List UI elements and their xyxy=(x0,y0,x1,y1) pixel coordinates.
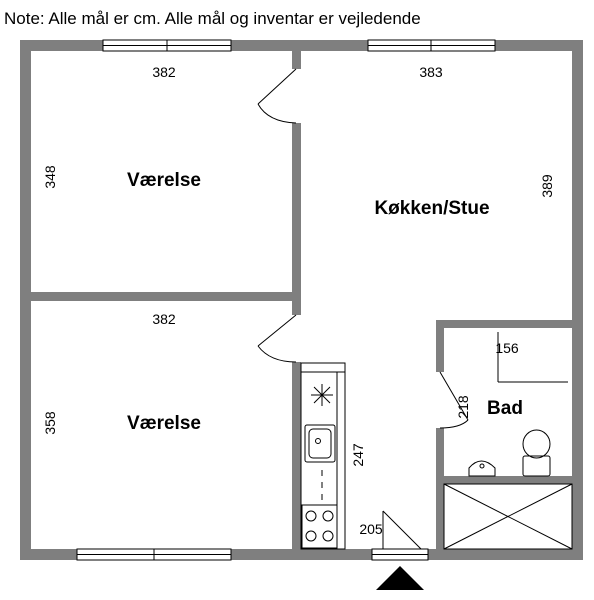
dim-bathroom-width: 156 xyxy=(495,340,519,356)
toilet-icon xyxy=(522,429,551,477)
wall-left xyxy=(20,40,31,560)
sink-icon xyxy=(304,424,336,463)
wall-partition-top-a xyxy=(292,51,301,69)
wall-partition-bottom-b xyxy=(292,362,301,549)
entrance-door xyxy=(371,510,429,561)
fan-icon xyxy=(311,384,333,406)
wall-bath-left-b xyxy=(436,428,444,549)
dim-kitchen-counter: 247 xyxy=(350,443,366,467)
wall-top xyxy=(20,40,583,51)
wall-bath-top xyxy=(436,320,572,328)
washbasin-icon xyxy=(468,460,496,477)
bath-dimension-box xyxy=(497,332,568,383)
dim-bathroom-door: 218 xyxy=(455,395,471,419)
stove-icon xyxy=(301,504,338,549)
entrance-arrow-icon xyxy=(376,566,424,590)
dim-bedroom-top-height: 348 xyxy=(42,165,58,189)
dim-bedroom-bottom-width: 382 xyxy=(152,311,176,327)
dim-bedroom-bottom-height: 358 xyxy=(42,411,58,435)
door-top-bedroom xyxy=(257,68,297,124)
wall-bath-left-a xyxy=(436,320,444,372)
wall-bedrooms xyxy=(31,292,301,301)
wall-right xyxy=(572,40,583,560)
wall-bottom-right xyxy=(428,549,583,560)
window-top-left xyxy=(102,39,232,52)
wall-partition-bottom-a xyxy=(292,301,301,315)
note-text: Note: Alle mål er cm. Alle mål og invent… xyxy=(4,9,421,28)
window-bottom-left xyxy=(76,548,232,561)
door-bottom-bedroom xyxy=(257,314,297,363)
wall-partition-top-b xyxy=(292,123,301,300)
dim-bedroom-top-width: 382 xyxy=(152,64,176,80)
room-label-bathroom: Bad xyxy=(487,398,523,419)
kitchen-counter xyxy=(300,362,346,550)
room-label-kitchen-living: Køkken/Stue xyxy=(374,198,489,219)
interior-walls xyxy=(31,51,572,549)
shower-icon xyxy=(443,483,573,550)
window-top-right xyxy=(367,39,496,52)
door-bathroom xyxy=(439,371,469,429)
room-label-bedroom-top: Værelse xyxy=(127,170,201,191)
dim-entrance: 205 xyxy=(359,521,383,537)
wall-shower-top xyxy=(444,476,572,484)
room-label-bedroom-bottom: Værelse xyxy=(127,413,201,434)
dim-kitchen-width: 383 xyxy=(419,64,443,80)
dim-kitchen-height: 389 xyxy=(539,174,555,198)
